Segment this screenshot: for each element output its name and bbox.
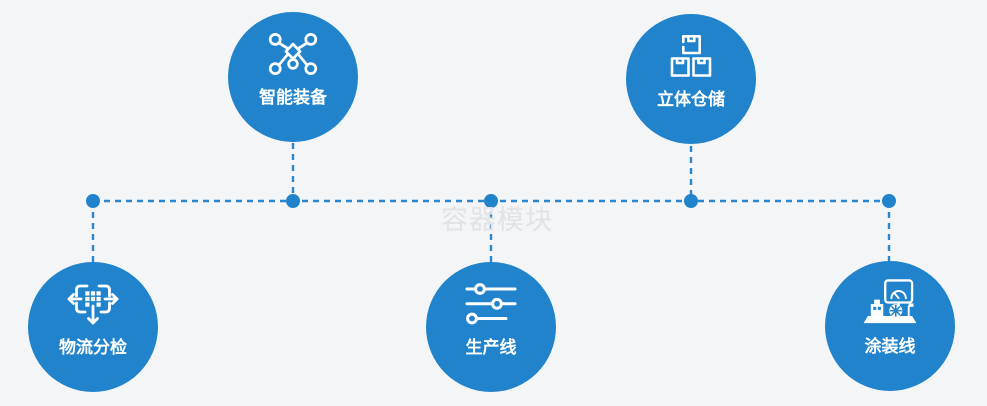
junction-dot [684,194,698,208]
node-label: 物流分检 [59,338,127,358]
node-label: 生产线 [465,338,517,358]
sort-distribute-icon [64,281,122,327]
stacked-boxes-icon [668,33,714,79]
watermark-text: 容器模块 [441,205,553,236]
node-stereoscopic-warehouse: 立体仓储 [626,14,756,144]
junction-dot [882,194,896,208]
node-label: 立体仓储 [657,90,725,110]
network-nodes-icon [265,31,321,77]
node-production-line: 生产线 [426,262,556,392]
junction-dot [286,194,300,208]
junction-dot [86,194,100,208]
node-smart-equipment: 智能装备 [228,12,358,142]
node-label: 涂装线 [864,337,916,357]
node-coating-line: 涂装线 [825,261,955,391]
sliders-icon [463,281,519,327]
node-label: 智能装备 [259,88,327,108]
node-logistics-sorting: 物流分检 [28,262,158,392]
coating-machine-icon [859,279,921,326]
